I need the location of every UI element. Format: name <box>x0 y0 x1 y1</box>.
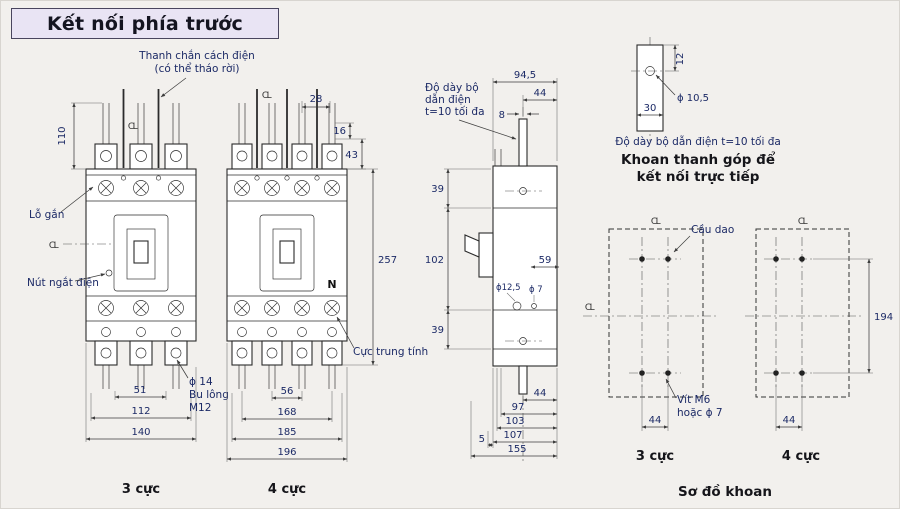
mounting-hole <box>799 370 805 376</box>
dim-257: 257 <box>378 255 397 266</box>
busbar-bar <box>636 44 664 132</box>
dim-196: 196 <box>277 447 296 458</box>
dim-51: 51 <box>134 385 147 396</box>
barrier-label-line1: Thanh chắn cách điện <box>138 49 255 62</box>
dim-185: 185 <box>277 427 296 438</box>
dim-97: 97 <box>512 402 525 413</box>
dim-5: 5 <box>479 434 485 445</box>
mounting-hole <box>639 256 645 262</box>
dim-112: 112 <box>131 406 150 417</box>
front-view-3pole: 110 51 112 140 Thanh chắn cách điện (có … <box>27 49 255 497</box>
breaker-outline-label: Cầu dao <box>691 224 734 236</box>
dim-56: 56 <box>281 386 294 397</box>
dim-194: 194 <box>874 312 893 323</box>
toggle-handle <box>279 240 295 264</box>
dim-59: 59 <box>539 255 552 266</box>
drill-plan-heading: Sơ đồ khoan <box>678 483 772 500</box>
mounting-hole <box>799 256 805 262</box>
bottom-busbar <box>518 365 528 395</box>
neutral-pole-mark: N <box>327 278 336 291</box>
dim-39b: 39 <box>431 325 444 336</box>
breaker-body-side <box>492 165 558 367</box>
dim-110: 110 <box>57 126 68 145</box>
dim-8: 8 <box>499 110 505 121</box>
dim-44-bottom: 44 <box>534 388 547 399</box>
handle-lever <box>464 234 480 258</box>
dim-103: 103 <box>505 416 524 427</box>
centerline-symbol: CL <box>49 241 59 251</box>
front-view-4pole: N 28 16 43 257 <box>226 89 428 497</box>
dim-phi7: ϕ 7 <box>529 285 543 295</box>
mounting-hole <box>773 256 779 262</box>
drill-caption-3pole: 3 cực <box>636 449 674 464</box>
dim-155: 155 <box>507 444 526 455</box>
screw-label-line2: hoặc ϕ 7 <box>677 407 723 419</box>
busbar-drill-detail: 12 30 ϕ 10,5 Độ dày bộ dẫn điện t=10 tối… <box>615 37 781 185</box>
dim-102: 102 <box>425 255 444 266</box>
mounting-hole <box>639 370 645 376</box>
top-busbar <box>518 118 528 167</box>
dim-phi12-5: ϕ12,5 <box>496 283 521 293</box>
side-view: 94,5 44 8 39 102 39 59 ϕ12,5 ϕ 7 <box>425 70 560 463</box>
busbar-heading-line1: Khoan thanh góp để <box>621 151 776 168</box>
bolt-label-line3: M12 <box>189 402 211 414</box>
dim-94-5: 94,5 <box>514 70 536 81</box>
thickness-note-line1: Độ dày bộ <box>425 82 479 94</box>
screw-label-line1: Vít M6 <box>677 394 711 406</box>
footprint-3pole <box>608 228 704 398</box>
dim-43: 43 <box>345 150 358 161</box>
centerline-symbol: CL <box>262 91 272 101</box>
dim-16: 16 <box>333 126 346 137</box>
busbar-note: Độ dày bộ dẫn điện t=10 tối đa <box>615 135 781 148</box>
mount-hole-label: Lỗ gắn <box>29 208 64 221</box>
mounting-hole <box>665 256 671 262</box>
dim-39a: 39 <box>431 184 444 195</box>
dim-phi10-5: ϕ 10,5 <box>677 93 709 104</box>
barrier-label-line2: (có thể tháo rời) <box>155 62 240 75</box>
centerline-symbol: CL <box>585 303 595 313</box>
caption-3pole: 3 cực <box>122 482 160 497</box>
busbar-heading-line2: kết nối trực tiếp <box>637 168 760 185</box>
dim-28: 28 <box>310 94 323 105</box>
page-title: Kết nối phía trước <box>11 8 279 39</box>
centerline-symbol: CL <box>798 217 808 227</box>
centerline-symbol: CL <box>128 122 138 132</box>
page-title-text: Kết nối phía trước <box>47 12 243 35</box>
thickness-note-line3: t=10 tối đa <box>425 106 485 118</box>
drilling-plan: CL CL CL Cầu dao Vít M <box>583 217 893 500</box>
dim-44-left: 44 <box>649 415 662 426</box>
caption-4pole: 4 cực <box>268 482 306 497</box>
mounting-hole <box>665 370 671 376</box>
drill-caption-4pole: 4 cực <box>782 449 820 464</box>
thickness-note-line2: dẫn điện <box>425 93 471 106</box>
toggle-handle <box>133 240 149 264</box>
dim-44-right: 44 <box>783 415 796 426</box>
dim-12: 12 <box>675 53 686 66</box>
dim-107: 107 <box>503 430 522 441</box>
dim-168: 168 <box>277 407 296 418</box>
footprint-4pole <box>755 228 850 398</box>
mounting-hole <box>773 370 779 376</box>
neutral-pole-label: Cực trung tính <box>353 346 428 358</box>
bolt-label-line1: ϕ 14 <box>189 376 213 388</box>
centerline-symbol: CL <box>651 217 661 227</box>
dim-30: 30 <box>644 103 657 114</box>
bolt-label-line2: Bu lông <box>189 389 229 401</box>
trip-button <box>105 269 113 277</box>
dim-140: 140 <box>131 427 150 438</box>
dim-44-top: 44 <box>534 88 547 99</box>
